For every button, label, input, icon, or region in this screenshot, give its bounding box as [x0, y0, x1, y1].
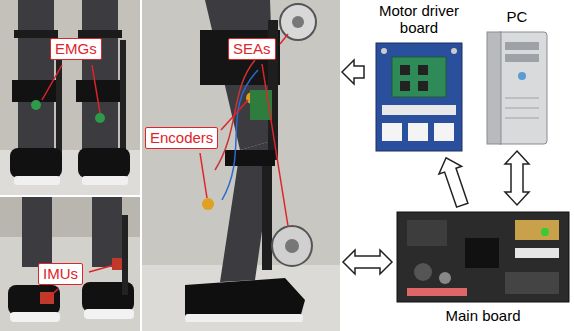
board-photo — [374, 39, 464, 155]
hollow-arrow — [505, 151, 529, 205]
hardware-node: Main board — [394, 208, 572, 324]
callout-text: Encoders — [150, 129, 213, 146]
board-title: Motor driver board — [366, 2, 472, 36]
hollow-arrow — [343, 250, 392, 274]
callout-text: SEAs — [233, 40, 271, 57]
board-photo — [395, 208, 571, 306]
board-title: Main board — [445, 307, 520, 324]
callout-text: IMUs — [43, 265, 78, 282]
callout-label: EMGs — [50, 38, 102, 60]
callout-label: IMUs — [38, 263, 83, 285]
pc-photo — [483, 28, 551, 148]
callout-text: EMGs — [55, 40, 97, 57]
callout-label: SEAs — [228, 38, 276, 60]
side-view-photo — [142, 0, 340, 331]
board-title: PC — [507, 8, 528, 25]
front-view-photo — [0, 0, 140, 195]
hardware-node: Motor driver board — [366, 2, 472, 155]
hardware-node: PC — [482, 8, 552, 148]
callout-label: Encoders — [145, 127, 218, 149]
leader-lines — [42, 34, 288, 300]
hollow-arrow — [342, 60, 364, 84]
feet-photo — [0, 197, 140, 331]
hollow-arrow — [439, 158, 468, 207]
